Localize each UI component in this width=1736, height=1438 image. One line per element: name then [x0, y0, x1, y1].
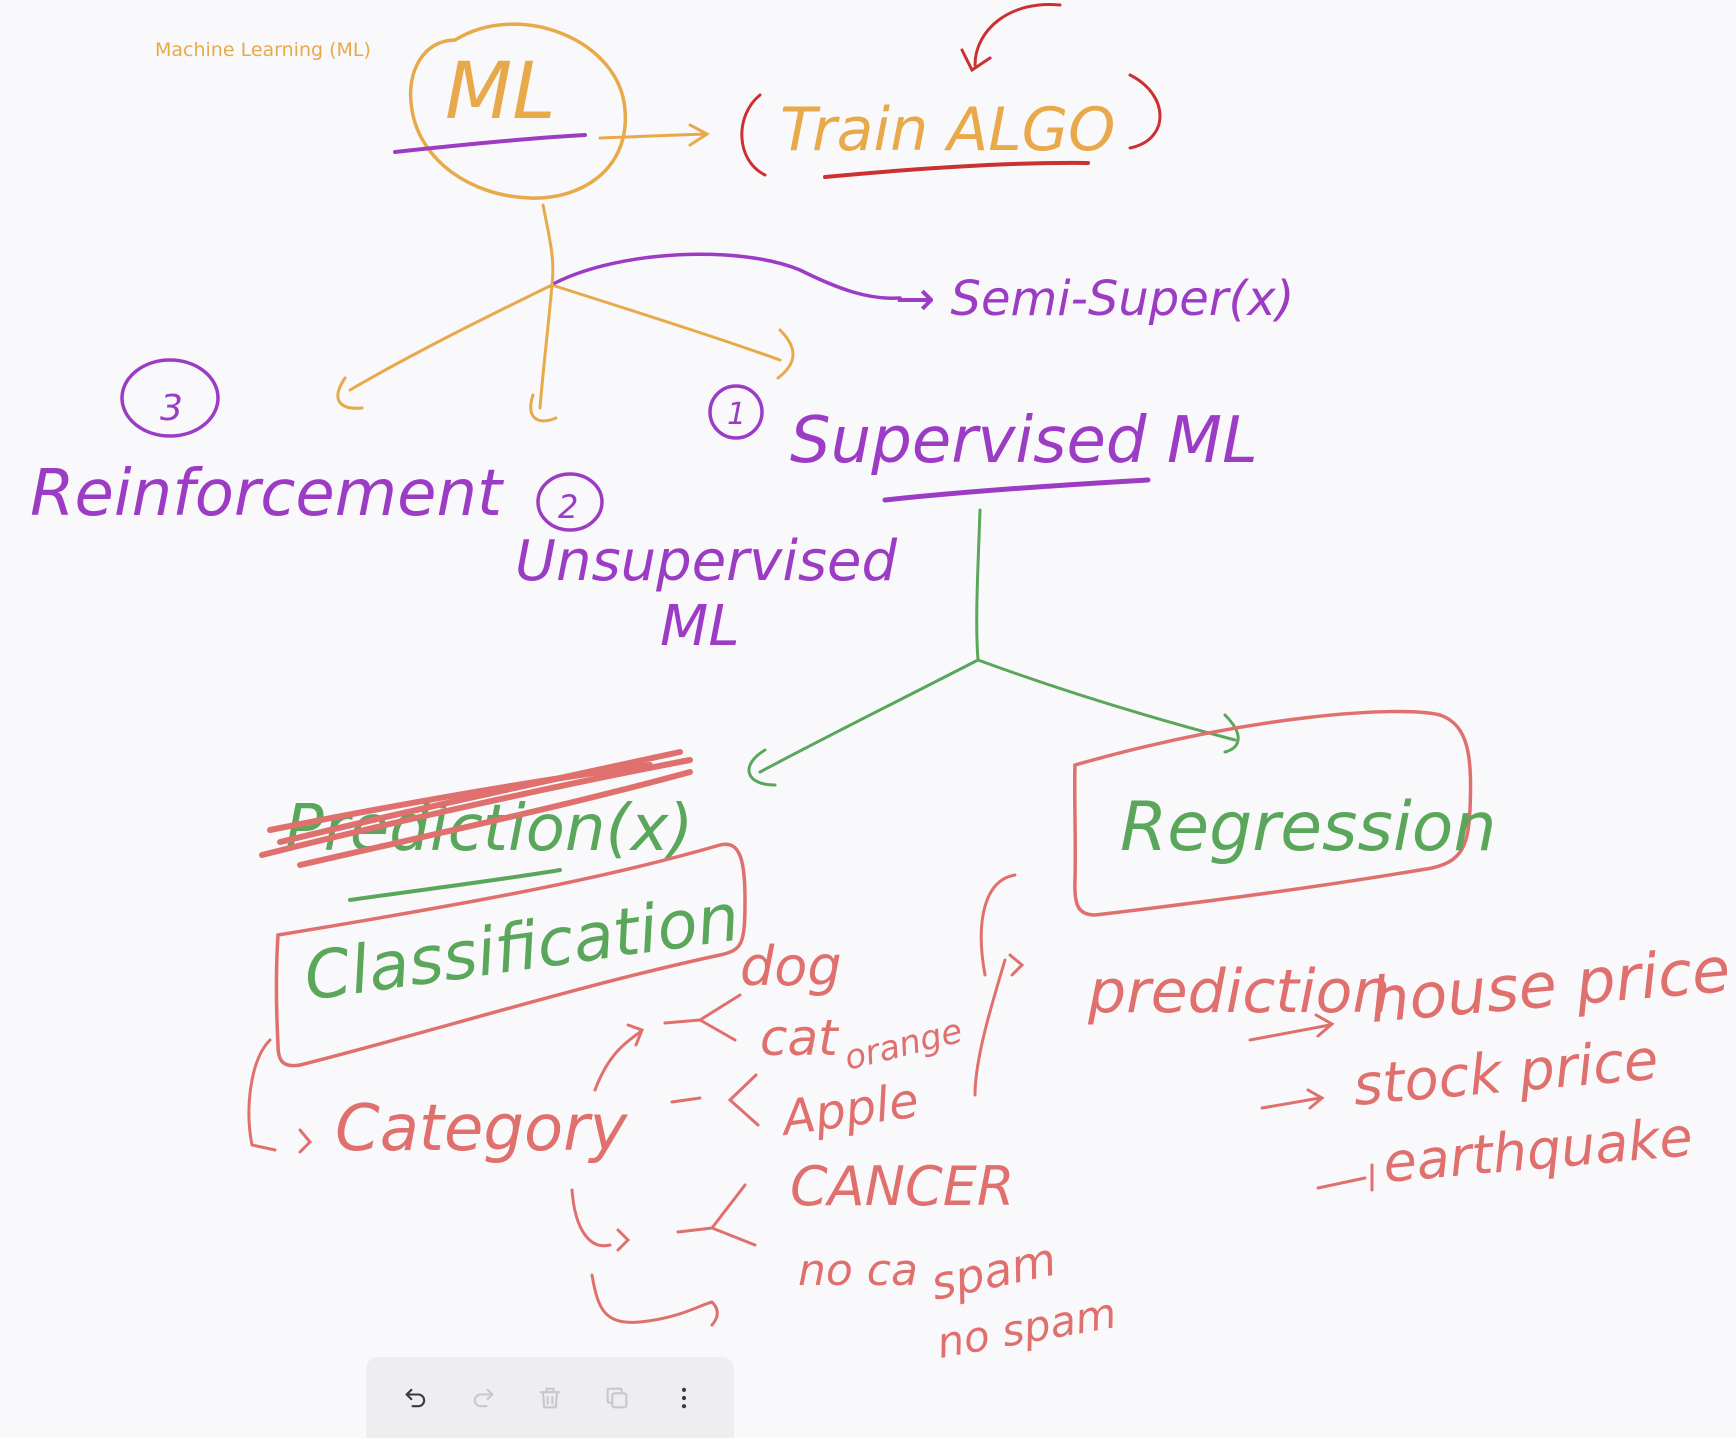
supervised-branches	[747, 508, 1240, 787]
strike-scribble	[259, 749, 693, 868]
supervised-label: Supervised ML	[790, 404, 1258, 478]
semi-supervised-branch	[553, 252, 902, 300]
redo-button[interactable]	[461, 1376, 505, 1420]
cat-label: cat	[760, 1009, 840, 1067]
right-paren	[1128, 73, 1162, 150]
unsupervised-ml-label: ML	[660, 594, 740, 659]
redo-icon	[473, 1388, 494, 1407]
duplicate-button[interactable]	[595, 1376, 639, 1420]
train-algo-label: Train ALGO	[780, 95, 1115, 165]
unsupervised-label: Unsupervised	[515, 529, 898, 594]
ml-label: ML	[445, 47, 556, 137]
semi-supervised-label: → Semi-Super(x)	[895, 271, 1294, 327]
train-algo-underline	[823, 160, 1090, 179]
orange-label: orange	[841, 1011, 967, 1079]
category-bracket	[247, 1038, 313, 1154]
arrow-to-train-algo	[598, 123, 710, 147]
house-arrow	[1248, 1013, 1335, 1042]
dog-cat-brace	[663, 993, 742, 1042]
left-paren	[740, 93, 767, 177]
num-2-label: 2	[558, 488, 578, 526]
cancer-label: CANCER	[790, 1155, 1014, 1218]
more-vertical-icon	[682, 1387, 687, 1408]
stock-arrow	[1260, 1088, 1325, 1110]
house-price-label: house price	[1367, 933, 1733, 1037]
apple-label: Apple	[776, 1072, 922, 1147]
earthquake-label: earthquake	[1381, 1105, 1695, 1195]
undo-icon	[405, 1388, 425, 1407]
num-1-label: 1	[727, 397, 746, 432]
num-1-circle	[708, 384, 764, 440]
duplicate-icon	[606, 1387, 628, 1408]
dog-label: dog	[740, 935, 842, 998]
ml-underline	[393, 133, 587, 154]
regression-label: Regression	[1120, 788, 1497, 867]
num-3-label: 3	[160, 388, 183, 429]
spam-branch	[590, 1273, 719, 1327]
stock-price-label: stock price	[1351, 1028, 1661, 1119]
regression-brace	[973, 873, 1025, 1097]
category-label: Category	[335, 1092, 628, 1166]
orange-apple-brace	[670, 1073, 760, 1127]
earthquake-arrow	[1316, 1163, 1374, 1192]
regression-box	[1072, 709, 1473, 917]
cancer-branch	[570, 1188, 631, 1252]
supervised-underline	[882, 477, 1151, 503]
ml-node	[408, 22, 627, 200]
undo-button[interactable]	[394, 1376, 438, 1420]
page-title: Machine Learning (ML)	[155, 39, 371, 61]
num-2-circle	[536, 472, 604, 532]
ml-branches	[336, 203, 795, 423]
num-3-circle	[120, 358, 220, 438]
more-button[interactable]	[662, 1376, 706, 1420]
prediction-label: prediction	[1087, 957, 1390, 1027]
trash-icon	[539, 1387, 561, 1408]
curly-arrow-top	[960, 2, 1062, 73]
bottom-toolbar	[366, 1357, 734, 1438]
no-cancer-label: no ca	[798, 1245, 918, 1296]
classification-box	[274, 842, 747, 1068]
spam-label: spam	[926, 1232, 1061, 1311]
category-arrow	[593, 1023, 644, 1092]
prediction-underline	[348, 868, 562, 902]
reinforcement-label: Reinforcement	[30, 457, 505, 531]
cancer-brace	[676, 1183, 757, 1247]
delete-button[interactable]	[528, 1376, 572, 1420]
